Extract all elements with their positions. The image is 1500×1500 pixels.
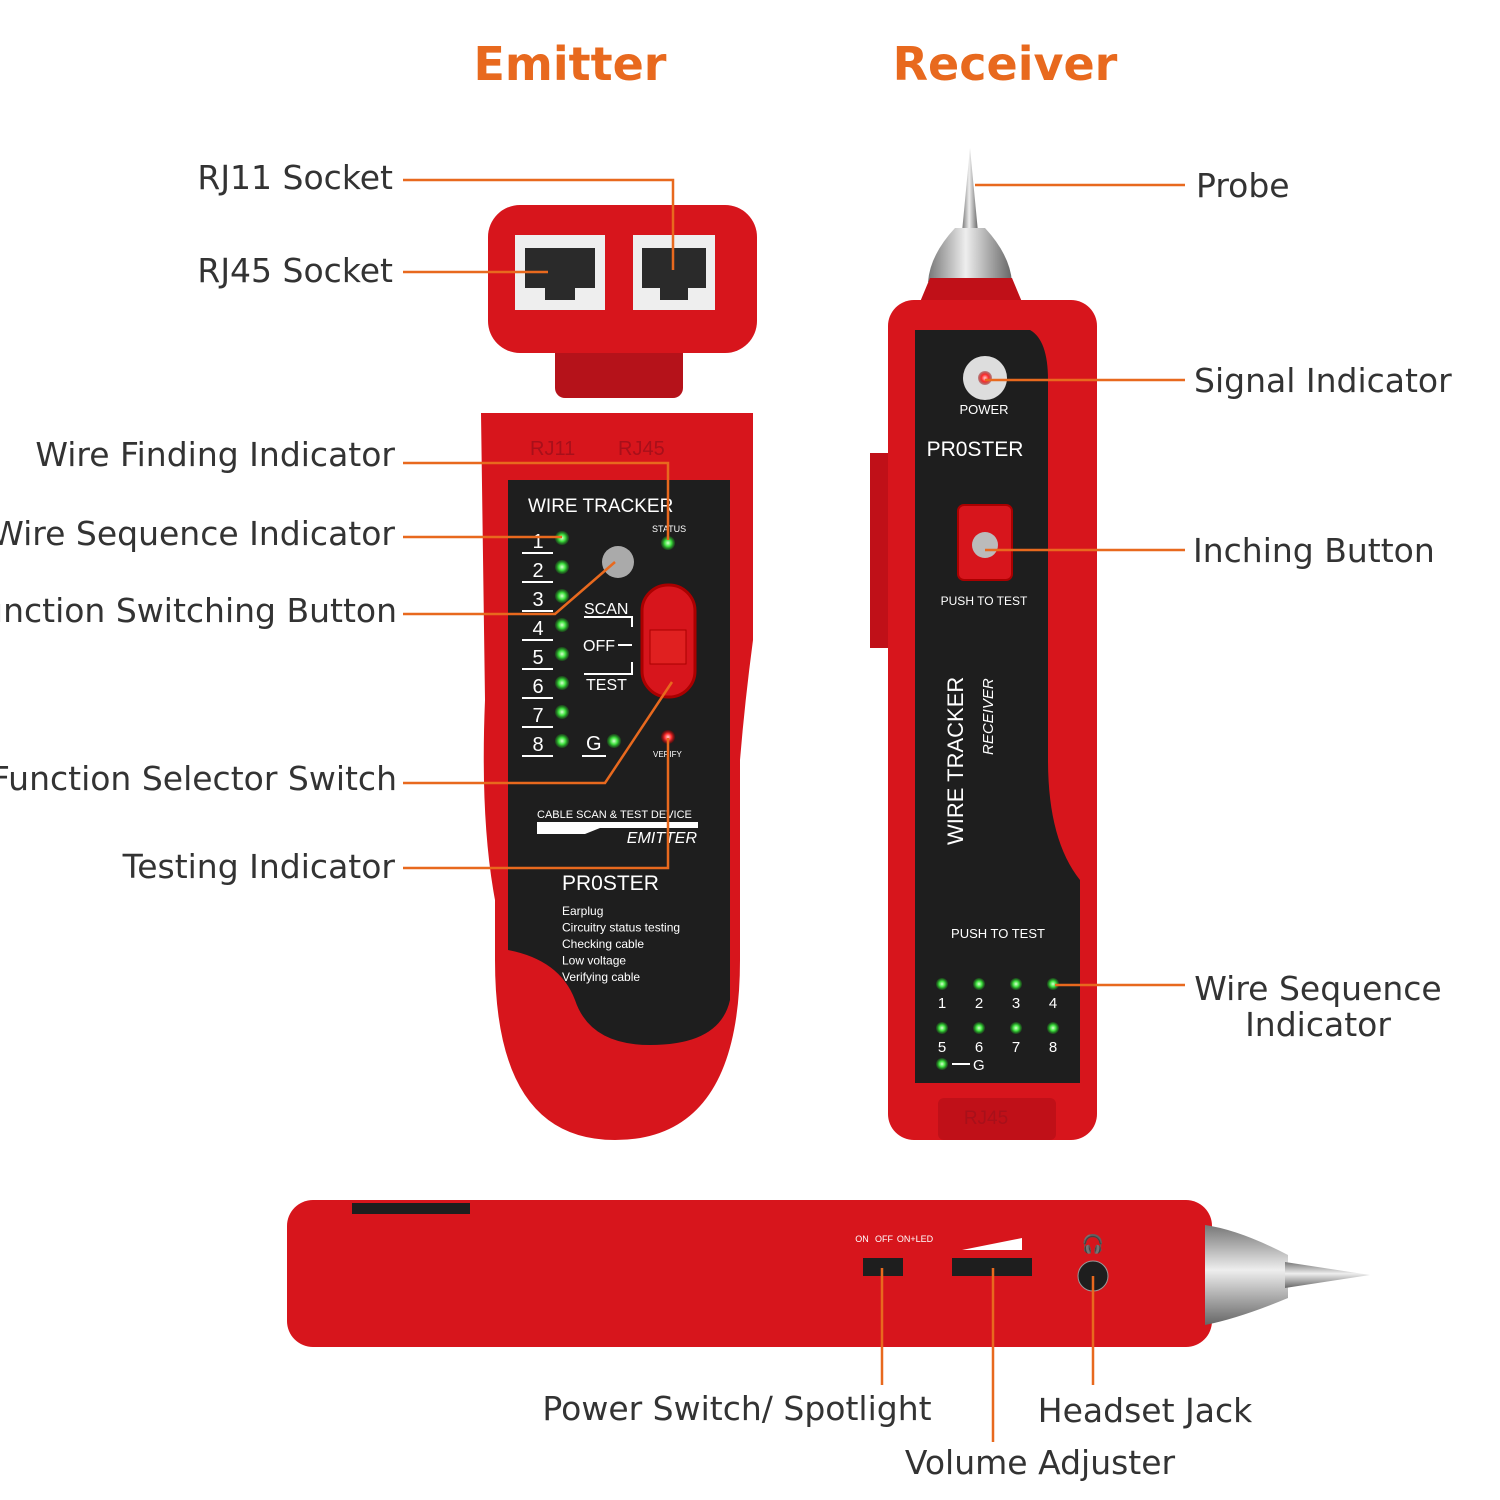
label-testing-indicator: Testing Indicator — [122, 847, 396, 886]
receiver-label: RECEIVER — [980, 678, 997, 755]
status-led — [661, 536, 675, 550]
receiver-brand: PR0STER — [927, 438, 1024, 461]
verify-led — [661, 730, 675, 744]
power-switch — [863, 1258, 903, 1276]
emitter-label: EMITTER — [627, 830, 698, 847]
label-power-switch: Power Switch/ Spotlight — [542, 1389, 931, 1428]
feature-item: Checking cable — [562, 937, 644, 951]
receiver-sequence-led — [936, 978, 948, 990]
receiver-sequence-led — [1047, 1022, 1059, 1034]
off-label-side: OFF — [875, 1234, 893, 1244]
sequence-led — [555, 589, 569, 603]
label-probe: Probe — [1196, 166, 1290, 205]
sequence-number: 4 — [532, 618, 543, 640]
label-signal-indicator: Signal Indicator — [1194, 361, 1452, 400]
receiver-sequence-led — [973, 978, 985, 990]
receiver-sequence-led — [1010, 1022, 1022, 1034]
sequence-number: 7 — [532, 705, 543, 727]
sequence-led — [555, 618, 569, 632]
label-volume-adjuster: Volume Adjuster — [905, 1443, 1176, 1482]
sequence-number: 8 — [532, 734, 543, 756]
function-switching-button — [602, 546, 634, 578]
receiver-sequence-led — [973, 1022, 985, 1034]
sequence-led — [555, 705, 569, 719]
headphone-icon: 🎧 — [1082, 1233, 1104, 1255]
receiver-body: POWER PR0STER PUSH TO TEST WIRE TRACKER … — [870, 148, 1097, 1140]
probe-tip — [962, 148, 978, 232]
label-receiver-wire-sequence-2: Indicator — [1245, 1005, 1391, 1044]
sequence-led — [555, 676, 569, 690]
receiver-sequence-number: 5 — [938, 1039, 946, 1056]
sequence-number: 6 — [532, 676, 543, 698]
cable-scan-label: CABLE SCAN & TEST DEVICE — [537, 809, 692, 821]
receiver-wire-tracker-label: WIRE TRACKER — [943, 677, 968, 845]
push-to-test-label-1: PUSH TO TEST — [941, 594, 1028, 608]
receiver-sequence-led — [936, 1022, 948, 1034]
emitter-title: Emitter — [474, 37, 667, 91]
label-wire-sequence-indicator: Wire Sequence Indicator — [0, 514, 395, 553]
scan-label: SCAN — [584, 601, 628, 618]
feature-item: Low voltage — [562, 954, 626, 968]
sequence-number: 5 — [532, 647, 543, 669]
feature-item: Verifying cable — [562, 970, 640, 984]
off-label: OFF — [583, 638, 615, 655]
sequence-led — [555, 647, 569, 661]
label-rj45-socket: RJ45 Socket — [197, 251, 393, 290]
ground-led — [607, 734, 621, 748]
receiver-sequence-number: 8 — [1049, 1039, 1057, 1056]
sequence-number: 3 — [532, 589, 543, 611]
push-to-test-label-2: PUSH TO TEST — [951, 926, 1045, 941]
receiver-sequence-number: 7 — [1012, 1039, 1020, 1056]
label-function-selector-switch: Function Selector Switch — [0, 759, 397, 798]
leader-lines — [403, 178, 1185, 1442]
receiver-sequence-led — [1047, 978, 1059, 990]
receiver-sequence-number: 3 — [1012, 995, 1020, 1012]
emitter-plug — [488, 205, 757, 398]
feature-item: Circuitry status testing — [562, 921, 680, 935]
label-receiver-wire-sequence-1: Wire Sequence — [1194, 969, 1441, 1008]
receiver-sequence-led — [1010, 978, 1022, 990]
sequence-number: 1 — [532, 531, 543, 553]
receiver-ground-label: G — [973, 1057, 985, 1074]
sequence-led — [555, 560, 569, 574]
receiver-sequence-number: 6 — [975, 1039, 983, 1056]
receiver-sequence-number: 2 — [975, 995, 983, 1012]
receiver-side-view: ON OFF ON+LED 🎧 — [287, 1200, 1370, 1347]
test-label: TEST — [586, 677, 627, 694]
emitter-brand: PR0STER — [562, 872, 659, 895]
signal-indicator-led — [978, 371, 992, 385]
receiver-title: Receiver — [893, 37, 1118, 91]
rj45-port-label: RJ45 — [618, 438, 665, 460]
receiver-sequence-number: 4 — [1049, 995, 1057, 1012]
receiver-sequence-number: 1 — [938, 995, 946, 1012]
ground-label: G — [586, 733, 602, 755]
receiver-port-label: RJ45 — [964, 1108, 1008, 1129]
label-headset-jack: Headset Jack — [1038, 1391, 1253, 1430]
power-label: POWER — [959, 402, 1008, 417]
on-led-label: ON+LED — [897, 1234, 934, 1244]
wire-tracker-label: WIRE TRACKER — [528, 496, 673, 517]
feature-item: Earplug — [562, 904, 603, 918]
rj11-port-label: RJ11 — [530, 438, 575, 460]
label-function-switching-button: Function Switching Button — [0, 591, 397, 630]
on-label: ON — [855, 1234, 869, 1244]
volume-wheel — [952, 1258, 1032, 1276]
sequence-number: 2 — [532, 560, 543, 582]
label-inching-button: Inching Button — [1193, 531, 1435, 570]
sequence-led — [555, 734, 569, 748]
label-wire-finding-indicator: Wire Finding Indicator — [35, 435, 395, 474]
label-rj11-socket: RJ11 Socket — [197, 158, 393, 197]
